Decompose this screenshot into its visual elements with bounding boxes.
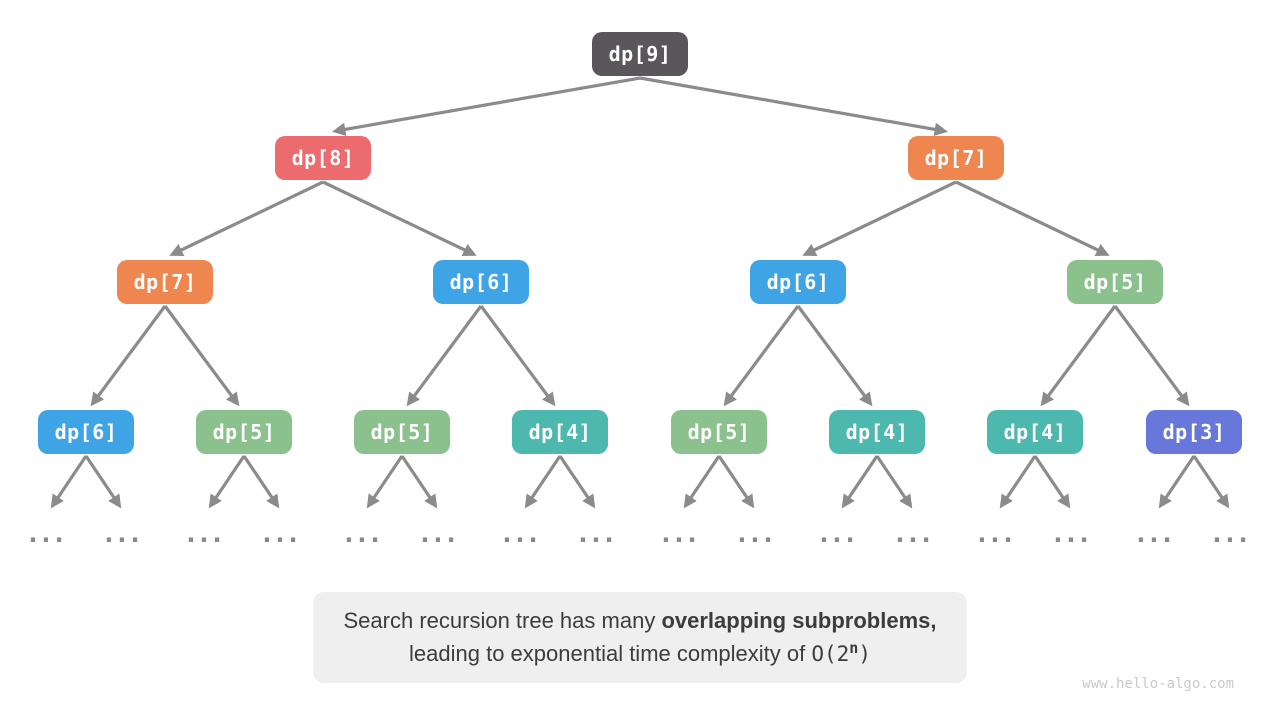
tree-edge	[841, 455, 879, 509]
caption-line-2: leading to exponential time complexity o…	[409, 639, 871, 667]
tree-edge	[802, 180, 957, 256]
tree-edge	[50, 455, 88, 509]
ellipsis: ...	[578, 520, 618, 548]
tree-edge	[332, 76, 641, 137]
ellipsis: ...	[104, 520, 144, 548]
tree-edge	[1033, 455, 1071, 509]
node-l4-dp3: dp[3]	[1146, 410, 1242, 454]
ellipsis: ...	[1053, 520, 1093, 548]
ellipsis: ...	[819, 520, 859, 548]
watermark: www.hello-algo.com	[1082, 676, 1234, 692]
node-l4-dp5-a: dp[5]	[196, 410, 292, 454]
node-l2-dp7: dp[7]	[908, 136, 1004, 180]
ellipsis: ...	[502, 520, 542, 548]
tree-edge	[639, 76, 948, 137]
tree-edge	[875, 455, 913, 509]
node-l4-dp6: dp[6]	[38, 410, 134, 454]
ellipsis: ...	[262, 520, 302, 548]
tree-edge	[479, 305, 556, 407]
tree-edge	[1158, 455, 1196, 509]
node-l4-dp5-c: dp[5]	[671, 410, 767, 454]
tree-edge	[558, 455, 596, 509]
tree-edge	[163, 305, 240, 407]
tree-edge	[242, 455, 280, 509]
ellipsis: ...	[186, 520, 226, 548]
tree-edge	[796, 305, 873, 407]
tree-edge	[1040, 305, 1117, 407]
tree-edge	[406, 305, 483, 407]
node-l3-dp5: dp[5]	[1067, 260, 1163, 304]
tree-edge	[683, 455, 721, 509]
tree-edge	[999, 455, 1037, 509]
ellipsis: ...	[661, 520, 701, 548]
tree-edge	[169, 180, 324, 256]
node-l4-dp5-b: dp[5]	[354, 410, 450, 454]
tree-edge	[84, 455, 122, 509]
tree-edge	[400, 455, 438, 509]
ellipsis: ...	[737, 520, 777, 548]
tree-edge	[1192, 455, 1230, 509]
tree-edge	[322, 180, 477, 256]
ellipsis: ...	[1212, 520, 1252, 548]
node-l3-dp6-a: dp[6]	[433, 260, 529, 304]
ellipsis: ...	[895, 520, 935, 548]
tree-edge	[1113, 305, 1190, 407]
caption-line-1: Search recursion tree has many overlappi…	[343, 608, 937, 633]
complexity-formula: O(2n)	[811, 639, 871, 667]
ellipsis: ...	[977, 520, 1017, 548]
node-l4-dp4-b: dp[4]	[829, 410, 925, 454]
ellipsis: ...	[344, 520, 384, 548]
tree-edge	[90, 305, 167, 407]
node-l4-dp4-a: dp[4]	[512, 410, 608, 454]
caption-box: Search recursion tree has many overlappi…	[313, 592, 967, 683]
node-l3-dp6-b: dp[6]	[750, 260, 846, 304]
ellipsis: ...	[1136, 520, 1176, 548]
ellipsis: ...	[420, 520, 460, 548]
node-l2-dp8: dp[8]	[275, 136, 371, 180]
tree-edge	[723, 305, 800, 407]
node-l4-dp4-c: dp[4]	[987, 410, 1083, 454]
node-l3-dp7: dp[7]	[117, 260, 213, 304]
tree-edge	[366, 455, 404, 509]
tree-edge	[955, 180, 1110, 256]
tree-edge	[717, 455, 755, 509]
tree-edge	[524, 455, 562, 509]
ellipsis: ...	[28, 520, 68, 548]
node-l1-dp9: dp[9]	[592, 32, 688, 76]
tree-edge	[208, 455, 246, 509]
